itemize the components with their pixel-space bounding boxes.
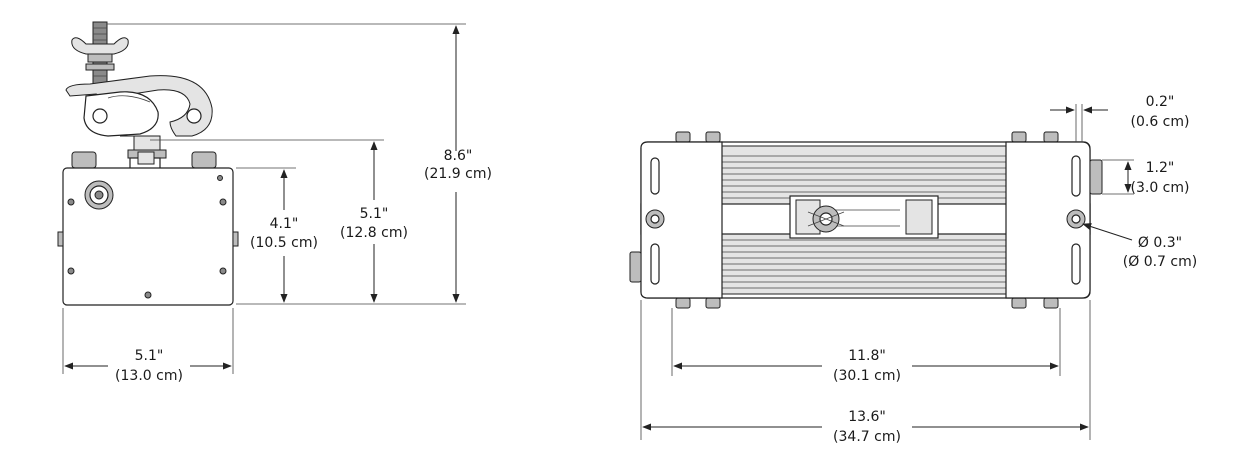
side-clamp — [789, 195, 939, 239]
dim-width: 5.1" (13.0 cm) — [64, 348, 232, 384]
dim-height-total-metric: (21.9 cm) — [424, 166, 492, 182]
dim-hole-diameter-metric: (Ø 0.7 cm) — [1123, 254, 1197, 270]
dim-height-total-imperial: 8.6" — [444, 148, 473, 164]
dim-connector-depth: 1.2" (3.0 cm) — [1124, 160, 1190, 196]
half-coupler-clamp — [65, 75, 213, 137]
side-view: 0.2" (0.6 cm) 1.2" (3.0 cm) Ø 0.3" (Ø 0.… — [629, 94, 1197, 445]
dim-width-metric: (13.0 cm) — [115, 368, 183, 384]
dim-overall-length-metric: (34.7 cm) — [833, 429, 901, 445]
side-connector-icon — [1089, 159, 1103, 195]
housing-screws — [67, 175, 227, 299]
dim-bracket-offset-imperial: 0.2" — [1146, 94, 1175, 110]
dim-height-body: 4.1" (10.5 cm) — [250, 169, 318, 303]
end-bracket-left — [629, 141, 723, 299]
front-view: 8.6" (21.9 cm) 5.1" (12.8 cm) 4.1" (10.5… — [57, 21, 492, 384]
dim-height-mount: 5.1" (12.8 cm) — [340, 141, 408, 303]
front-foot-right — [191, 151, 217, 169]
dim-overall-length: 13.6" (34.7 cm) — [642, 409, 1089, 445]
side-feet — [675, 131, 1059, 309]
dim-height-body-imperial: 4.1" — [270, 216, 299, 232]
dim-mount-width-metric: (30.1 cm) — [833, 368, 901, 384]
clamp-bolt — [71, 21, 129, 85]
dim-height-mount-metric: (12.8 cm) — [340, 225, 408, 241]
dim-height-mount-imperial: 5.1" — [360, 206, 389, 222]
dim-hole-diameter-imperial: Ø 0.3" — [1138, 235, 1182, 251]
front-foot-left — [71, 151, 97, 169]
end-bracket-right — [1005, 141, 1103, 299]
power-connector-icon — [84, 180, 114, 210]
dim-height-total: 8.6" (21.9 cm) — [424, 25, 492, 303]
dim-bracket-offset-metric: (0.6 cm) — [1131, 114, 1190, 130]
dim-mount-width-imperial: 11.8" — [848, 348, 886, 364]
dim-height-body-metric: (10.5 cm) — [250, 235, 318, 251]
dim-mount-width: 11.8" (30.1 cm) — [673, 348, 1059, 384]
dim-connector-depth-metric: (3.0 cm) — [1131, 180, 1190, 196]
dim-overall-length-imperial: 13.6" — [848, 409, 886, 425]
dim-bracket-offset: 0.2" (0.6 cm) — [1050, 94, 1189, 130]
dim-connector-depth-imperial: 1.2" — [1146, 160, 1175, 176]
dim-hole-diameter: Ø 0.3" (Ø 0.7 cm) — [1082, 223, 1197, 270]
dim-width-imperial: 5.1" — [135, 348, 164, 364]
